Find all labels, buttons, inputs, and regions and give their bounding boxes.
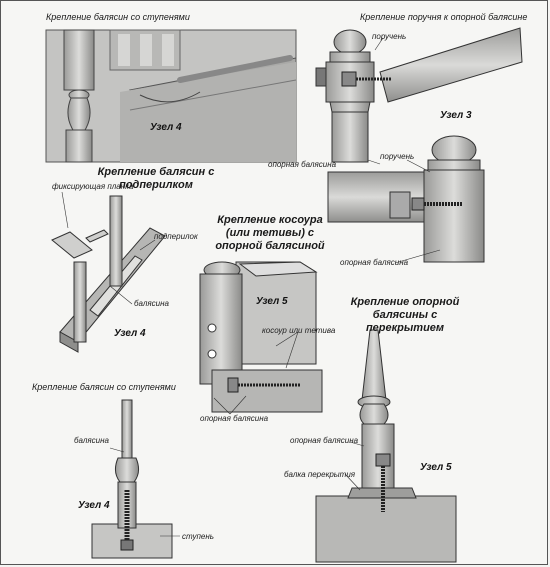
diagram-top-left bbox=[45, 29, 297, 163]
label-opornaya-3: опорная балясина bbox=[200, 414, 269, 423]
diagram-mid-left bbox=[51, 191, 166, 353]
node-5-bottom: Узел 5 bbox=[420, 462, 452, 473]
diagram-bottom-left bbox=[91, 399, 180, 559]
label-balyasina-1: балясина bbox=[134, 299, 169, 308]
label-opornaya-1: опорная балясина bbox=[268, 160, 337, 169]
diagram-perekrytie bbox=[315, 329, 457, 563]
label-balyasina-2: балясина bbox=[74, 436, 109, 445]
label-balka: балка перекрытия bbox=[284, 470, 356, 479]
label-opornaya-4: опорная балясина bbox=[290, 436, 359, 445]
label-fiks-planka: фиксирующая планка bbox=[52, 182, 134, 191]
heading-top-left: Крепление балясин со ступенями bbox=[46, 12, 190, 22]
heading-bottom-left: Крепление балясин со ступенями bbox=[32, 382, 176, 392]
label-stupen: ступень bbox=[182, 532, 214, 541]
heading-mid-left: Крепление балясин с подперилком bbox=[97, 166, 215, 191]
node-5-mid: Узел 5 bbox=[256, 296, 288, 307]
diagram-node-3 bbox=[327, 135, 485, 264]
node-3: Узел 3 bbox=[440, 110, 472, 121]
label-poruchen-1: поручень bbox=[372, 32, 407, 41]
label-kosour-tetiva: косоур или тетива bbox=[262, 326, 336, 335]
node-4-bottom: Узел 4 bbox=[78, 500, 110, 511]
heading-top-right: Крепление поручня к опорной балясине bbox=[360, 12, 528, 22]
label-poruchen-2: поручень bbox=[380, 152, 415, 161]
node-4-top: Узел 4 bbox=[150, 122, 182, 133]
diagram-kosour bbox=[199, 261, 323, 415]
heading-perekrytie: Крепление опорной балясины с перекрытием bbox=[350, 296, 460, 334]
node-4-mid: Узел 4 bbox=[114, 328, 146, 339]
label-opornaya-2: опорная балясина bbox=[340, 258, 409, 267]
label-podperilok: подперилок bbox=[154, 232, 198, 241]
heading-kosour: Крепление косоура (или тетивы) с опорной… bbox=[215, 214, 325, 252]
diagram-top-right bbox=[315, 27, 523, 165]
